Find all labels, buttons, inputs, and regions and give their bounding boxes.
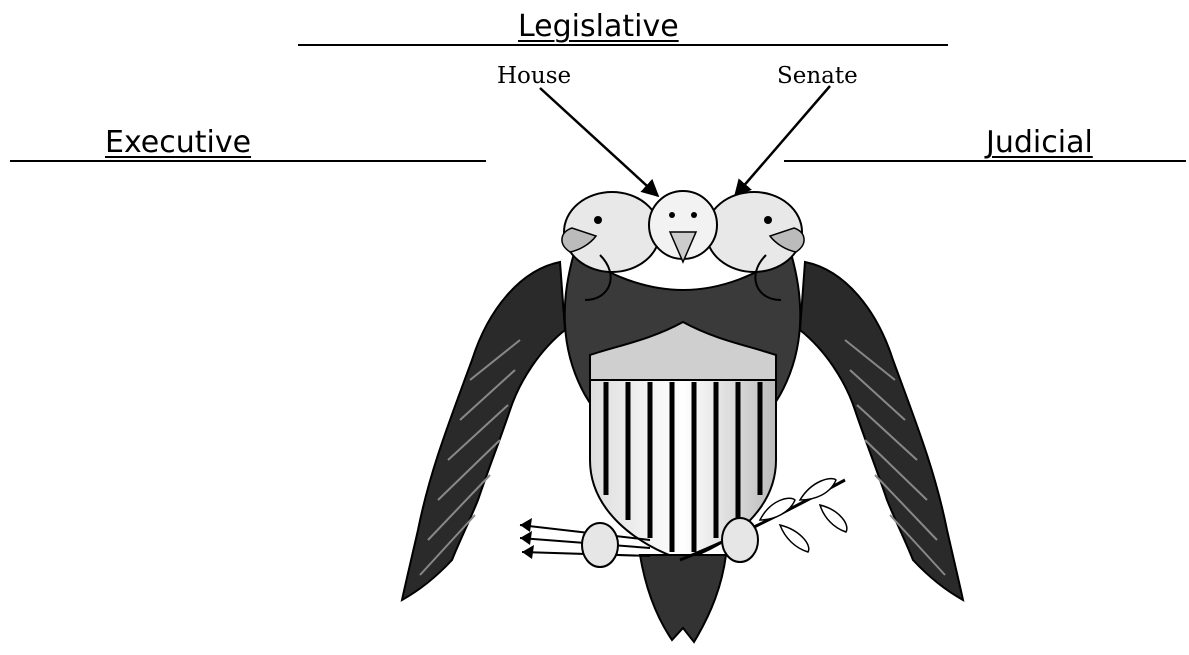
left-wing <box>402 262 565 600</box>
three-headed-eagle-icon <box>402 191 963 642</box>
senate-arrow <box>735 86 830 196</box>
eagle-tail <box>640 555 726 642</box>
house-arrow <box>540 88 658 196</box>
center-eagle-head <box>649 191 717 262</box>
right-wing <box>800 262 963 600</box>
